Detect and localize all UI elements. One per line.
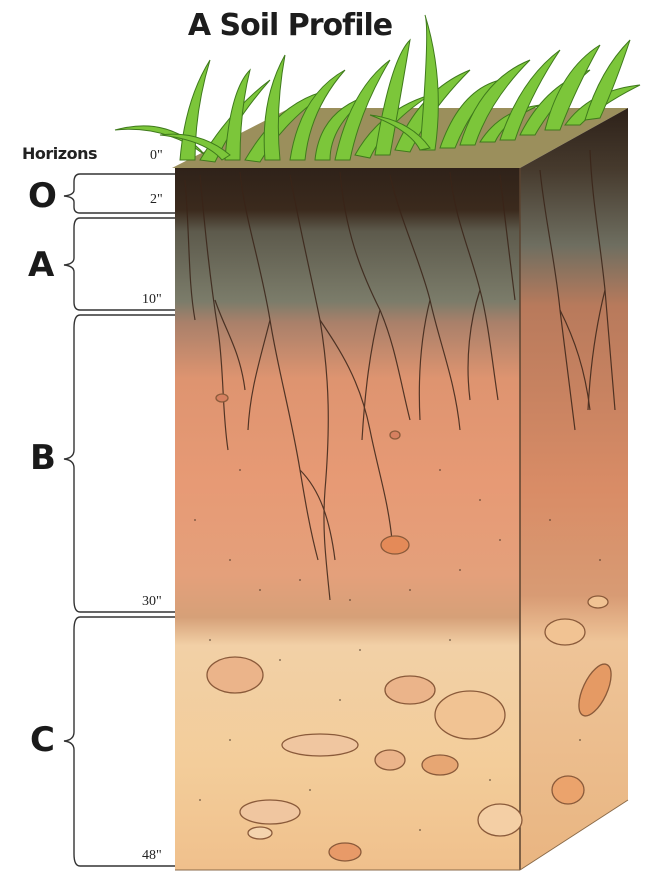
- depth-mark-0: 0": [150, 148, 163, 164]
- depth-mark-48: 48": [142, 848, 162, 864]
- depth-mark-10: 10": [142, 292, 162, 308]
- horizons-heading: Horizons: [22, 144, 97, 163]
- soil-side-face: [520, 108, 628, 870]
- depth-mark-2: 2": [150, 192, 163, 208]
- horizon-b-label: B: [30, 438, 56, 478]
- horizon-c-label: C: [30, 720, 55, 760]
- diagram-title: A Soil Profile: [150, 8, 430, 43]
- soil-front-face: [175, 168, 520, 870]
- horizon-brackets: [64, 174, 175, 866]
- horizon-o-label: O: [28, 176, 57, 216]
- horizon-a-label: A: [28, 245, 54, 285]
- depth-mark-30: 30": [142, 594, 162, 610]
